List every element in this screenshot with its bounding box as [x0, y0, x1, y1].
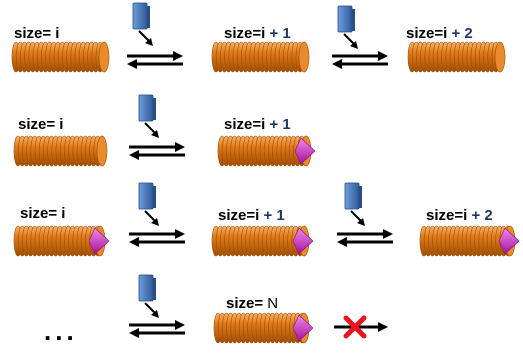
red-cross-icon	[343, 315, 367, 339]
capping-protein-icon	[88, 227, 110, 255]
equilibrium-row2-a-icon	[129, 142, 185, 160]
capping-protein-icon	[498, 227, 520, 255]
capping-protein-icon	[292, 314, 314, 342]
monomer-row2-a-icon	[138, 94, 159, 138]
capping-protein-icon	[294, 137, 316, 165]
equilibrium-row1-b-icon	[332, 51, 388, 69]
filament-row2-step1	[217, 135, 316, 167]
filament-row2-start	[13, 135, 108, 167]
row1-step2-label: size=i + 2	[406, 25, 473, 42]
equilibrium-row3-a-icon	[129, 229, 185, 247]
row3-step1-label: size=i + 1	[218, 207, 285, 224]
filament-row1-step2	[407, 41, 506, 73]
equilibrium-row1-a-icon	[127, 51, 183, 69]
filament-row1-start	[11, 41, 110, 73]
monomer-row4-a-icon	[138, 274, 159, 318]
row4-step1-label: size= N	[226, 295, 279, 312]
row3-start-label: size= i	[20, 205, 66, 222]
monomer-row3-b-icon	[344, 182, 365, 226]
blocked-arrow-icon	[334, 315, 388, 339]
filament-row1-step1	[211, 41, 310, 73]
capping-protein-icon	[292, 227, 314, 255]
row2-step1-label: size=i + 1	[224, 116, 291, 133]
row2-start-label: size= i	[18, 116, 64, 133]
filament-row3-step1	[211, 225, 314, 257]
row4-ellipsis: ...	[44, 316, 78, 346]
monomer-row1-b-icon	[337, 5, 358, 49]
equilibrium-row3-b-icon	[337, 229, 393, 247]
equilibrium-row4-a-icon	[129, 320, 185, 338]
filament-row3-start	[13, 225, 110, 257]
row1-start-label: size= i	[14, 25, 60, 42]
row1-step1-label: size=i + 1	[224, 25, 291, 42]
filament-row3-step2	[419, 225, 520, 257]
row3-step2-label: size=i + 2	[426, 207, 493, 224]
filament-row4-step1	[213, 312, 314, 344]
monomer-row3-a-icon	[138, 182, 159, 226]
monomer-row1-a-icon	[132, 2, 153, 46]
